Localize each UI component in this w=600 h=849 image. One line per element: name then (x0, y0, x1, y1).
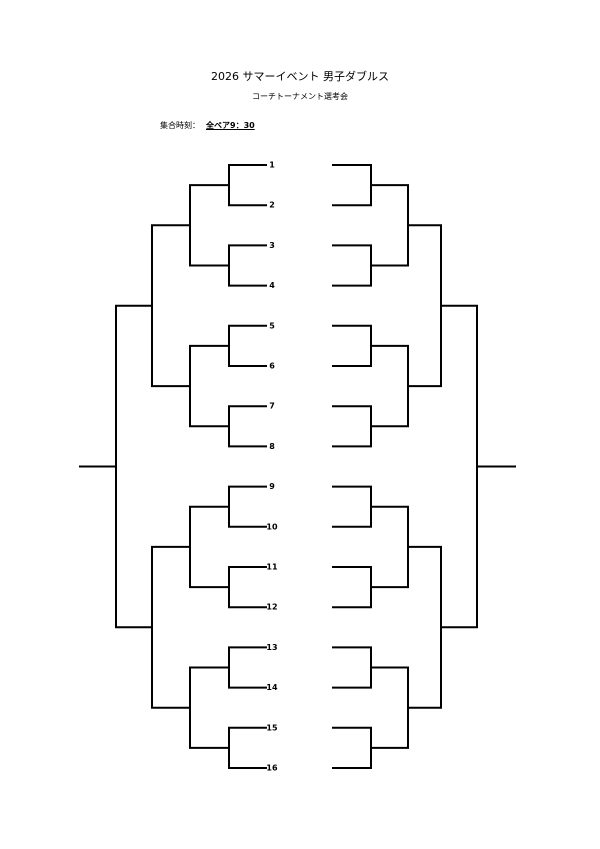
slot-number-4: 4 (269, 281, 275, 290)
slot-number-10: 10 (266, 522, 278, 531)
slot-number-12: 12 (266, 603, 277, 612)
left-round2-connector (189, 344, 230, 428)
slot-number-9: 9 (269, 482, 275, 491)
assembly-time-label: 集合時刻： (160, 121, 200, 130)
slot-number-11: 11 (266, 563, 278, 572)
slot-number-13: 13 (266, 643, 277, 652)
slot-number-1: 1 (269, 161, 275, 170)
right-round3-connector (407, 545, 442, 709)
slot-number-6: 6 (269, 362, 275, 371)
left-round3-connector (151, 545, 191, 709)
slot-number-2: 2 (269, 201, 275, 210)
left-round1-connector (228, 324, 267, 367)
left-round4-connector (115, 304, 153, 629)
right-round1-connector (332, 726, 372, 769)
right-round2-connector (370, 666, 409, 749)
slot-number-14: 14 (266, 683, 278, 692)
right-round1-connector (332, 566, 372, 609)
left-round1-connector (228, 244, 267, 287)
left-round2-connector (189, 184, 230, 267)
slot-number-8: 8 (269, 442, 275, 451)
right-round1-connector (332, 405, 372, 448)
right-round1-connector (332, 646, 372, 689)
right-round1-connector (332, 485, 372, 528)
right-round1-connector (332, 164, 372, 207)
left-round3-connector (151, 224, 191, 388)
right-round2-connector (370, 184, 409, 267)
left-round1-connector (228, 646, 267, 689)
right-round2-connector (370, 505, 409, 589)
right-round1-connector (332, 324, 372, 367)
assembly-time-value: 全ペア9：30 (206, 121, 255, 130)
page-title: 2026 サマーイベント 男子ダブルス (211, 70, 389, 83)
slot-number-5: 5 (269, 321, 275, 330)
left-round1-connector (228, 164, 267, 207)
left-round1-connector (228, 566, 267, 609)
right-round1-connector (332, 244, 372, 287)
slot-number-15: 15 (266, 723, 278, 732)
slot-number-3: 3 (269, 241, 275, 250)
right-round2-connector (370, 344, 409, 428)
assembly-time: 集合時刻： 全ペア9：30 (160, 121, 255, 131)
left-round2-connector (189, 505, 230, 589)
left-round1-connector (228, 726, 267, 769)
slot-number-16: 16 (266, 764, 278, 773)
left-round1-connector (228, 405, 267, 448)
page-subtitle: コーチトーナメント選考会 (252, 92, 348, 101)
left-round2-connector (189, 666, 230, 749)
right-round3-connector (407, 224, 442, 388)
right-round4-connector (440, 304, 478, 629)
slot-number-7: 7 (269, 402, 275, 411)
left-round1-connector (228, 485, 267, 528)
